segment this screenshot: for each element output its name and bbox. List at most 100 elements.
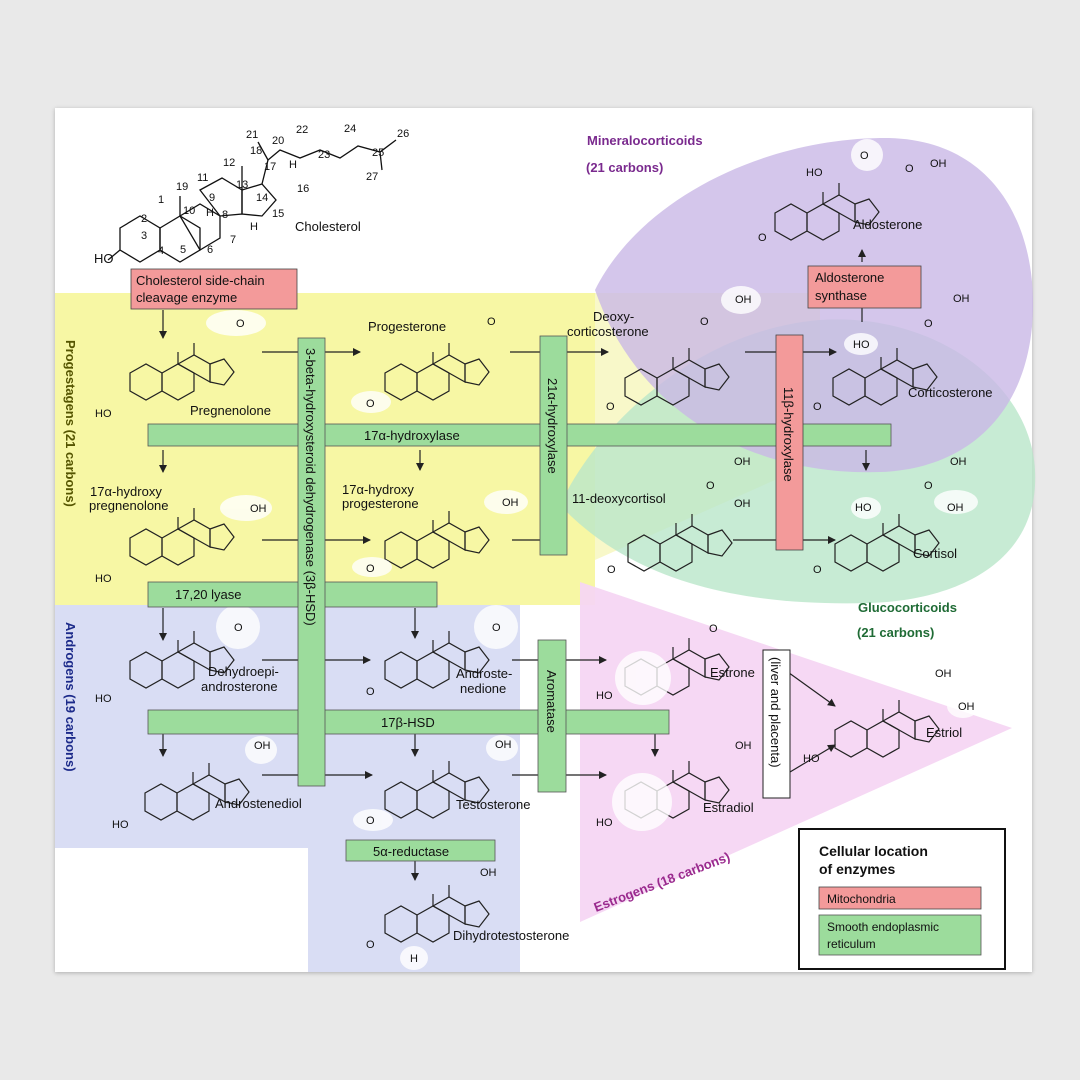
atom-1: 1 (158, 194, 164, 206)
liver-placenta-box (762, 649, 791, 799)
atom-oh: OH (735, 740, 752, 752)
legend-ser-label-2: reticulum (827, 937, 876, 951)
hydroxypregnenolone-label-1: 17α-hydroxy (90, 484, 162, 499)
reductase-5a-box (345, 839, 496, 862)
dht-label: Dihydrotestosterone (453, 928, 569, 943)
hydroxylase-11b-box (775, 334, 804, 551)
estriol-label: Estriol (926, 725, 962, 740)
atom-o: O (709, 623, 718, 635)
hsd-3b-label: 3-beta-hydroxysteroid dehydrogenase (3β-… (303, 348, 318, 626)
atom-oh: OH (958, 701, 975, 713)
lyase-1720-box (147, 581, 438, 608)
aldosterone-synthase-box (807, 265, 922, 309)
pregnenolone-label: Pregnenolone (190, 403, 271, 418)
atom-ho: HO (95, 408, 112, 420)
atom-o: O (366, 815, 375, 827)
hsd-17b-box (147, 709, 670, 735)
atom-ho: HO (596, 690, 613, 702)
scc-enzyme-label-1: Cholesterol side-chain (136, 273, 265, 288)
atom-ho: HO (806, 167, 823, 179)
atom-12: 12 (223, 157, 235, 169)
hsd-3b-box (297, 337, 326, 787)
atom-o: O (366, 563, 375, 575)
atom-7: 7 (230, 234, 236, 246)
atom-ho3: HO (94, 251, 114, 266)
hydroxylase-17a-box (147, 423, 892, 447)
atom-23: 23 (318, 149, 330, 161)
atom-oh: OH (953, 293, 970, 305)
structure-atom-labels: HO O O O OH O O OH O HO O OH O HO O O OH… (95, 150, 975, 965)
aldosterone-synthase-label-2: synthase (815, 288, 867, 303)
atom-14: 14 (256, 192, 268, 204)
legend-title-1: Cellular location (819, 843, 928, 859)
atom-o: O (860, 150, 869, 162)
atom-oh: OH (250, 503, 267, 515)
hydroxypregnenolone-label-2: pregnenolone (89, 498, 169, 513)
hydroxylase-21a-box (539, 335, 568, 556)
atom-ho: HO (596, 817, 613, 829)
dhea-label-2: androsterone (201, 679, 278, 694)
functional-group-highlights (206, 139, 979, 970)
estrone-label: Estrone (710, 665, 755, 680)
scc-enzyme-box (130, 268, 298, 310)
atom-o: O (366, 939, 375, 951)
atom-2: 2 (141, 213, 147, 225)
atom-o: O (924, 480, 933, 492)
atom-18: 18 (250, 145, 262, 157)
atom-o: O (905, 163, 914, 175)
atom-26: 26 (397, 128, 409, 140)
atom-11: 11 (197, 172, 208, 184)
atom-o: O (758, 232, 767, 244)
glucocorticoids-label: Glucocorticoids (858, 600, 957, 615)
aromatase-label: Aromatase (544, 670, 559, 733)
atom-4: 4 (158, 245, 164, 257)
deoxycorticosterone-label-1: Deoxy- (593, 309, 634, 324)
atom-ho: HO (853, 339, 870, 351)
aromatase-box (537, 639, 567, 793)
mineralocorticoids-carbons: (21 carbons) (586, 160, 663, 175)
atom-16: 16 (297, 183, 309, 195)
legend-ser-label-1: Smooth endoplasmic (827, 920, 939, 934)
atom-oh: OH (930, 158, 947, 170)
androgen-region (55, 605, 520, 972)
testosterone-label: Testosterone (456, 797, 530, 812)
hydroxylase-11b-label: 11β-hydroxylase (781, 387, 796, 482)
cholesterol-atom-labels: 21 20 22 24 26 18 23 25 12 17 H 11 19 13… (94, 123, 409, 266)
legend-mitochondria-swatch (818, 886, 982, 910)
lyase-1720-label: 17,20 lyase (175, 587, 242, 602)
deoxycortisol-label: 11-deoxycortisol (572, 491, 666, 506)
atom-h14: H (250, 221, 258, 233)
atom-15: 15 (272, 208, 284, 220)
aldosterone-synthase-label-1: Aldosterone (815, 270, 884, 285)
atom-ho: HO (112, 819, 129, 831)
scc-enzyme-label-2: cleavage enzyme (136, 290, 237, 305)
atom-13: 13 (236, 179, 248, 191)
atom-o: O (606, 401, 615, 413)
hydroxylase-21a-label: 21α-hydroxylase (545, 378, 560, 474)
atom-oh: OH (935, 668, 952, 680)
atom-o: O (492, 622, 501, 634)
atom-6: 6 (207, 244, 213, 256)
legend-title-2: of enzymes (819, 861, 895, 877)
atom-24: 24 (344, 123, 356, 135)
androstenedione-label-1: Androste- (456, 666, 512, 681)
atom-o: O (813, 401, 822, 413)
progestagens-label: Progestagens (21 carbons) (63, 340, 78, 507)
atom-oh: OH (734, 456, 751, 468)
atom-o: O (366, 686, 375, 698)
androgens-label: Androgens (19 carbons) (63, 622, 78, 772)
atom-o: O (236, 318, 245, 330)
cortisol-label: Cortisol (913, 546, 957, 561)
atom-oh: OH (950, 456, 967, 468)
atom-h17: H (289, 159, 297, 171)
atom-h9: H (206, 207, 214, 219)
atom-ho: HO (803, 753, 820, 765)
atom-27: 27 (366, 171, 378, 183)
liver-placenta-label: (liver and placenta) (768, 657, 783, 768)
atom-oh: OH (735, 294, 752, 306)
atom-oh: OH (480, 867, 497, 879)
atom-h: H (410, 953, 418, 965)
enzyme-boxes: Cholesterol side-chain cleavage enzyme A… (130, 265, 922, 862)
estradiol-label: Estradiol (703, 800, 754, 815)
progesterone-label: Progesterone (368, 319, 446, 334)
